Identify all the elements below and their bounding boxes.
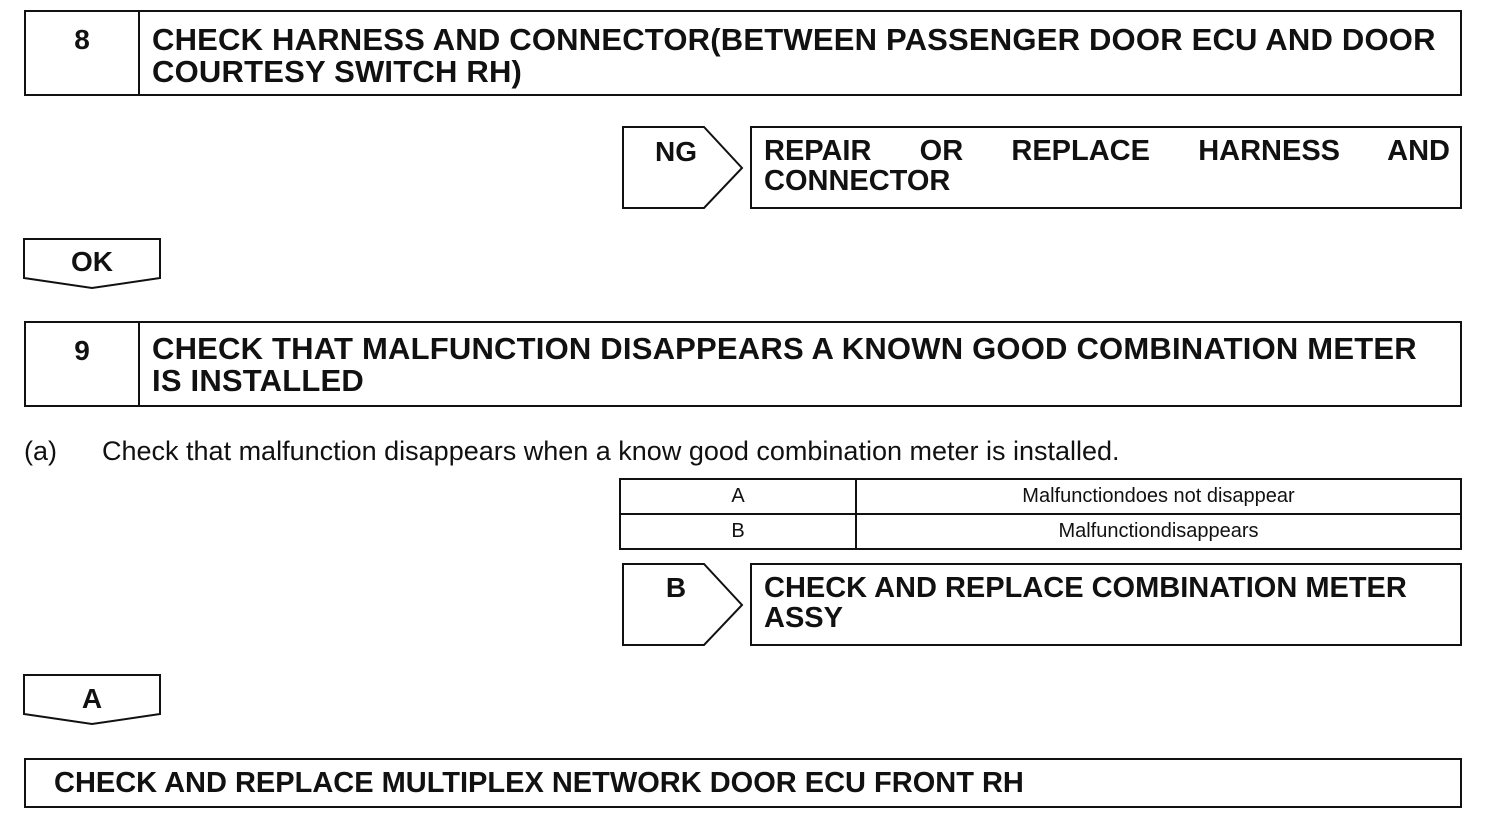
table-cell-result: Malfunctiondisappears [855,513,1462,550]
table-row: A Malfunctiondoes not disappear [619,478,1462,515]
ok-label: OK [71,246,113,277]
table-cell-result: Malfunctiondoes not disappear [855,478,1462,515]
table-cell-code: A [619,478,857,515]
table-cell-code: B [619,513,857,550]
step-8-number: 8 [26,12,140,94]
conditions-table: A Malfunctiondoes not disappear B Malfun… [619,478,1462,550]
a-label: A [81,683,103,714]
step-9-number: 9 [26,323,140,405]
b-result-box: CHECK AND REPLACE COMBINATION METER ASSY [750,563,1462,646]
b-label: B [665,572,687,603]
ng-result-box: REPAIR OR REPLACE HARNESS AND CONNECTOR [750,126,1462,209]
a-arrow-icon [23,674,161,726]
step-9-box: 9 CHECK THAT MALFUNCTION DISAPPEARS A KN… [24,321,1462,407]
table-row: B Malfunctiondisappears [619,513,1462,550]
step-9-title: CHECK THAT MALFUNCTION DISAPPEARS A KNOW… [152,331,1417,398]
step-8-title: CHECK HARNESS AND CONNECTOR(BETWEEN PASS… [152,22,1436,89]
ng-label: NG [655,136,697,167]
instruction-marker: (a) [24,436,57,466]
step-8-box: 8 CHECK HARNESS AND CONNECTOR(BETWEEN PA… [24,10,1462,96]
instruction-text: Check that malfunction disappears when a… [102,436,1120,466]
b-arrow-icon [622,563,744,646]
ok-arrow-icon [23,238,161,290]
final-action-box: CHECK AND REPLACE MULTIPLEX NETWORK DOOR… [24,758,1462,808]
ng-arrow-icon [622,126,744,209]
